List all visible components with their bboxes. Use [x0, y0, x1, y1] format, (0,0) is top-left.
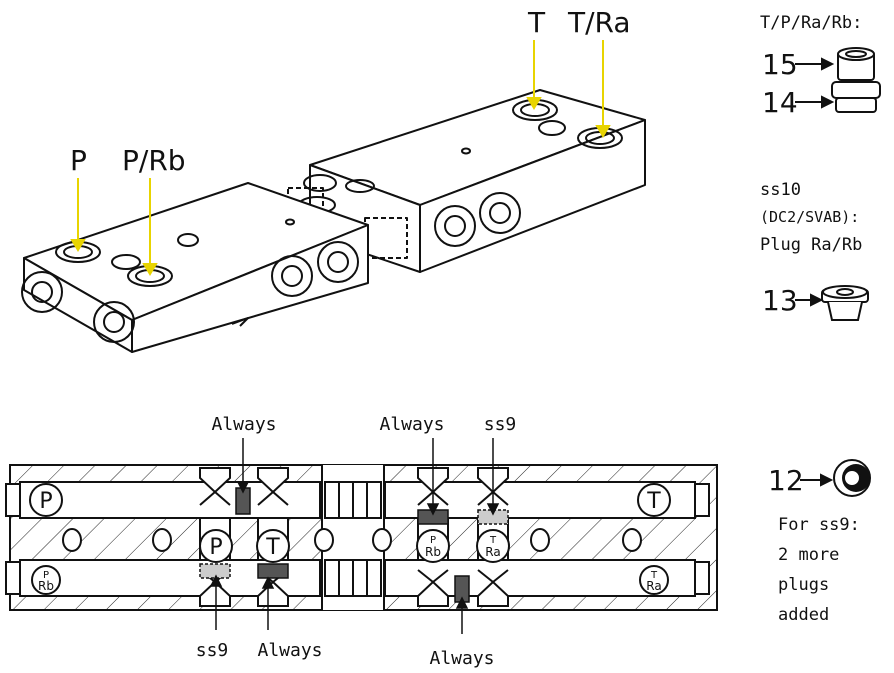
- label-p: P: [70, 144, 87, 177]
- plug-always-2: [257, 563, 289, 579]
- part-14-number: 14: [762, 86, 798, 119]
- label-ss9-top: ss9: [484, 414, 517, 435]
- port-t-ra-mid-top: T: [489, 535, 497, 546]
- port-t-mid: T: [265, 535, 280, 560]
- port-p-rb-mid-bottom: Rb: [425, 545, 441, 559]
- port-p-rb-left-top: P: [43, 570, 49, 581]
- port-t-ra-mid-bottom: Ra: [485, 545, 500, 559]
- part-12-number: 12: [768, 464, 804, 497]
- side-legend: T/P/Ra/Rb: 15 14 ss10 (DC2/SVAB): Plug R…: [760, 13, 881, 625]
- part-13-number: 13: [762, 284, 798, 317]
- port-arrows: [70, 40, 611, 276]
- port-p-rb-left-bottom: Rb: [38, 579, 54, 593]
- port-p-left: P: [39, 489, 52, 514]
- fitting-icon: [831, 47, 881, 113]
- label-always-bottom-1: Always: [257, 640, 322, 661]
- ss10-line1: ss10: [760, 180, 801, 200]
- side-heading: T/P/Ra/Rb:: [760, 13, 862, 33]
- section-view: P P T T P Rb P Rb T Ra T Ra Always Alway…: [5, 414, 718, 669]
- isometric-view: [21, 89, 646, 353]
- port-t-ra-right-bottom: Ra: [646, 579, 661, 593]
- port-p-mid: P: [209, 535, 222, 560]
- label-always-1: Always: [211, 414, 276, 435]
- label-p-rb: P/Rb: [122, 144, 186, 177]
- label-ss9-bottom: ss9: [196, 640, 229, 661]
- port-p-rb-mid-top: P: [430, 535, 436, 546]
- ss9-line3: plugs: [778, 575, 829, 595]
- label-always-2: Always: [379, 414, 444, 435]
- left-block: [21, 182, 369, 353]
- label-t: T: [527, 6, 546, 39]
- plug-12-icon: [833, 459, 871, 497]
- ss9-line2: 2 more: [778, 545, 839, 565]
- ss9-line4: added: [778, 605, 829, 625]
- part-15-number: 15: [762, 48, 798, 81]
- ss9-line1: For ss9:: [778, 515, 860, 535]
- ss10-line2: (DC2/SVAB):: [760, 208, 859, 226]
- coupling-top: [324, 481, 382, 519]
- plug-ss9-1: [199, 563, 231, 579]
- port-t-right: T: [646, 489, 661, 514]
- ss10-line3: Plug Ra/Rb: [760, 235, 862, 255]
- label-t-ra: T/Ra: [567, 6, 631, 39]
- plug-13-icon: [821, 285, 869, 321]
- label-always-bottom-2: Always: [429, 648, 494, 669]
- coupling-bottom: [324, 559, 382, 597]
- leader-arrows: [209, 438, 500, 634]
- port-t-ra-right-top: T: [650, 570, 658, 581]
